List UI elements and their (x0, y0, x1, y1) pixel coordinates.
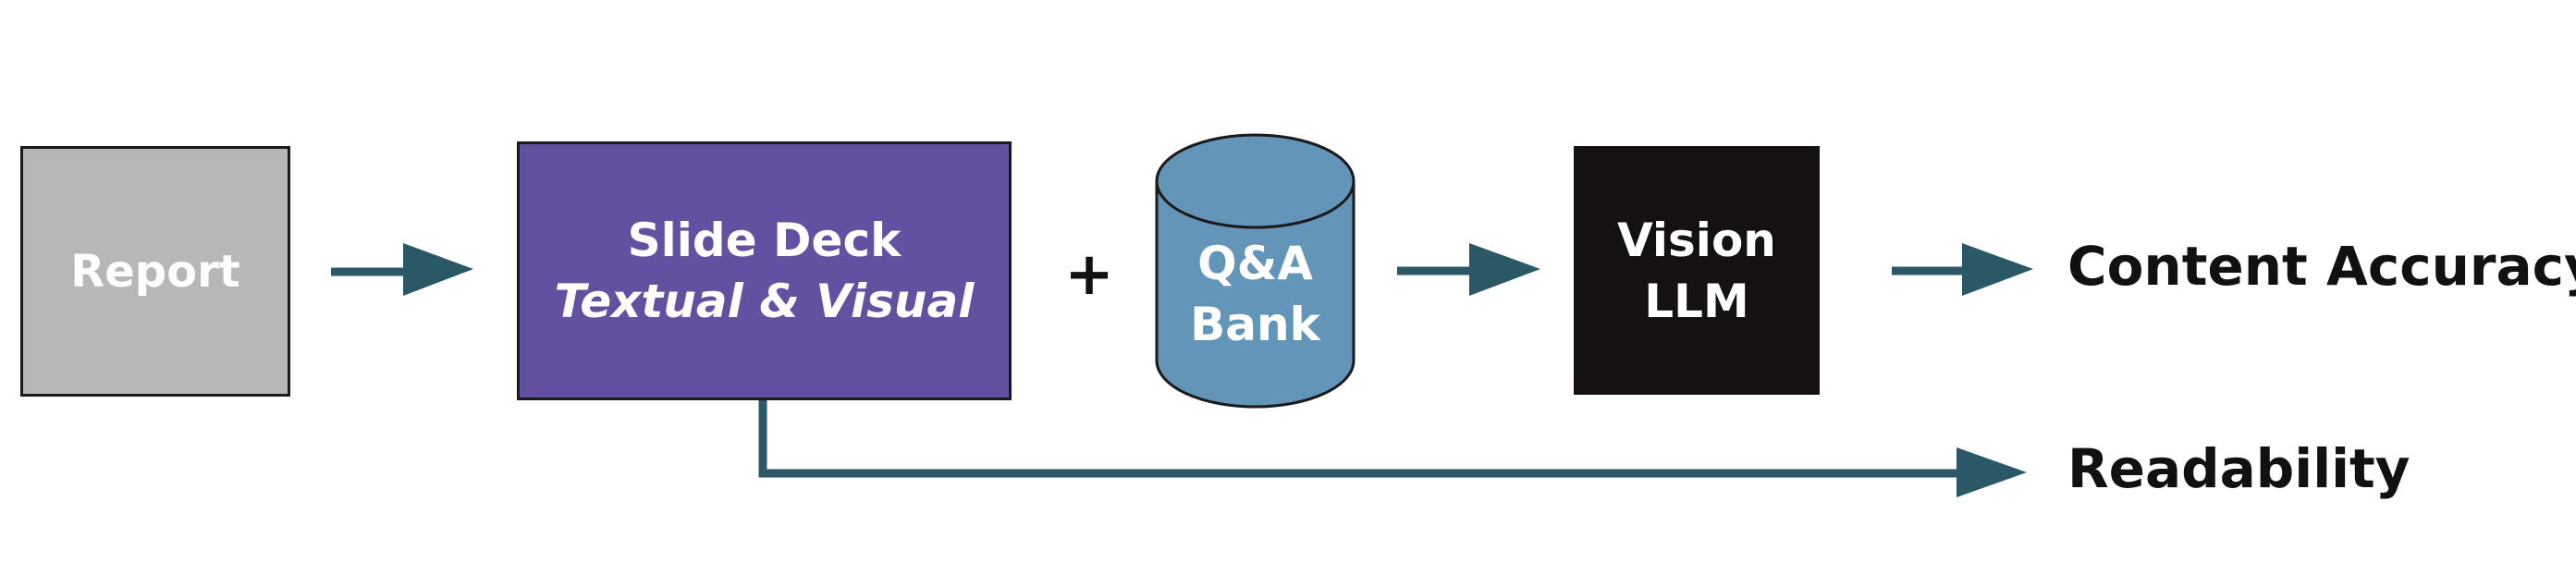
vision-llm-node: Vision LLM (1574, 146, 1820, 395)
qa-bank-label: Q&A Bank (1157, 233, 1354, 355)
report-label: Report (70, 245, 240, 298)
slide-deck-title: Slide Deck (627, 214, 902, 267)
output-content-accuracy: Content Accuracy (2067, 235, 2576, 298)
qa-bank-line2: Bank (1190, 298, 1320, 351)
report-node: Report (20, 146, 290, 397)
output-readability: Readability (2067, 437, 2410, 500)
slide-deck-subtitle: Textual & Visual (554, 275, 975, 328)
arrow-report-to-slide-deck (331, 243, 473, 296)
arrow-vision-llm-to-content-accuracy (1892, 243, 2033, 296)
arrow-slide-deck-to-readability (758, 400, 2027, 497)
plus-operator: + (1064, 240, 1114, 309)
arrow-qa-bank-to-vision-llm (1397, 243, 1540, 296)
database-cylinder-icon (1155, 133, 1355, 409)
vision-llm-line1: Vision (1617, 213, 1776, 267)
vision-llm-line2: LLM (1644, 274, 1749, 328)
slide-deck-node: Slide Deck Textual & Visual (517, 141, 1012, 400)
qa-bank-line1: Q&A (1197, 237, 1313, 290)
